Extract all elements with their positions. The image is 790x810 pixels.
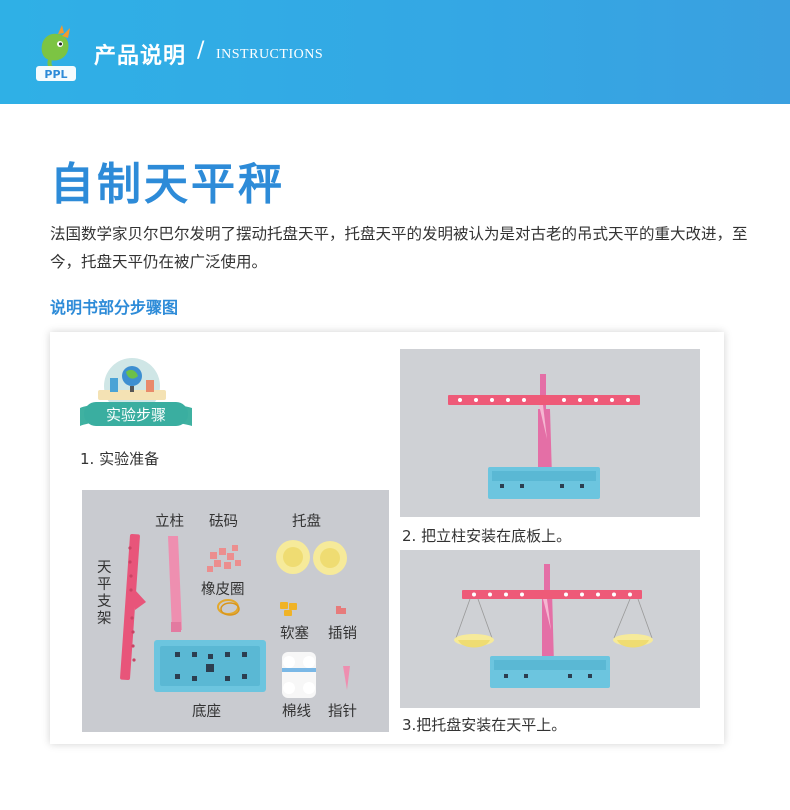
header-banner: PPL 产品说明 / INSTRUCTIONS	[0, 0, 790, 104]
weights-part-icon	[207, 545, 241, 572]
beam-part-icon	[120, 533, 146, 681]
label-thread: 棉线	[282, 704, 311, 720]
thread-part-icon	[282, 652, 316, 698]
label-pillar: 立柱	[155, 514, 184, 530]
pillar-part-icon	[168, 536, 182, 632]
header-title: 产品说明	[94, 44, 187, 69]
badge-label: 实验步骤	[106, 406, 166, 424]
label-pin: 插销	[328, 626, 357, 642]
dragon-logo-icon: PPL	[36, 25, 76, 81]
balance-assembled-pillar-icon	[400, 349, 700, 517]
logo-text: PPL	[44, 68, 67, 81]
step-3-photo	[400, 550, 700, 708]
step-2-caption: 2. 把立柱安装在底板上。	[402, 527, 572, 545]
label-cork: 软塞	[280, 626, 309, 642]
base-part-icon	[154, 640, 266, 692]
step-1-caption: 1. 实验准备	[80, 450, 160, 468]
page-title: 自制天平秤	[50, 159, 285, 210]
label-tray: 托盘	[292, 514, 321, 530]
section-label: 说明书部分步骤图	[50, 298, 179, 317]
header-separator: /	[197, 38, 205, 63]
label-beam: 天平支架	[97, 560, 112, 627]
pin-part-icon	[336, 606, 346, 614]
step-2-photo	[400, 349, 700, 517]
label-pointer: 指针	[328, 704, 357, 720]
balance-with-trays-icon	[400, 550, 700, 708]
steps-card: 实验步骤 1. 实验准备	[50, 332, 724, 744]
label-rubber-band: 橡皮圈	[201, 582, 245, 598]
header-subtitle: INSTRUCTIONS	[216, 47, 324, 62]
intro-paragraph: 法国数学家贝尔巴尔发明了摆动托盘天平，托盘天平的发明被认为是对古老的吊式天平的重…	[50, 225, 748, 271]
label-base: 底座	[192, 704, 221, 720]
rubber-band-part-icon	[217, 599, 240, 616]
parts-photo: 立柱 砝码 托盘 天平支架 橡皮圈 软塞 插销 底座 棉线 指针	[82, 490, 389, 732]
tray-part-icon	[276, 540, 347, 575]
label-weights: 砝码	[209, 514, 238, 530]
experiment-badge-icon: 实验步骤	[80, 358, 192, 426]
cork-part-icon	[280, 602, 297, 616]
parts-illustration	[120, 533, 350, 698]
step-3-caption: 3.把托盘安装在天平上。	[402, 716, 567, 734]
pointer-part-icon	[343, 666, 350, 690]
